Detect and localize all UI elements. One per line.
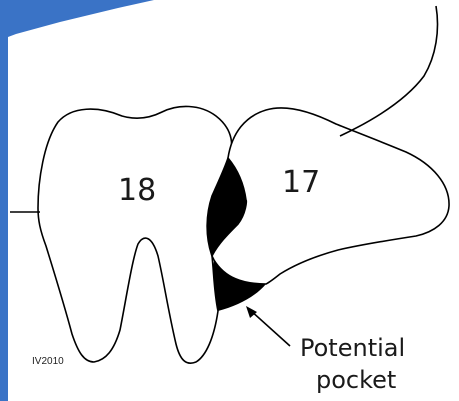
tooth-18-label: 18 xyxy=(118,173,156,208)
tooth-17-outline xyxy=(212,108,449,284)
frame-corner-blue xyxy=(0,0,154,40)
frame-edge-left xyxy=(0,0,8,401)
tooth-17-label: 17 xyxy=(282,165,320,200)
pointer-arrow-head xyxy=(246,306,257,318)
annotation-line-2: pocket xyxy=(316,366,396,394)
pointer-arrow-shaft xyxy=(250,310,290,346)
credit-text: IV2010 xyxy=(32,356,64,367)
annotation-line-1: Potential xyxy=(300,334,405,362)
tooth-18-outline xyxy=(38,106,232,363)
tissue-contour-line xyxy=(340,6,438,136)
